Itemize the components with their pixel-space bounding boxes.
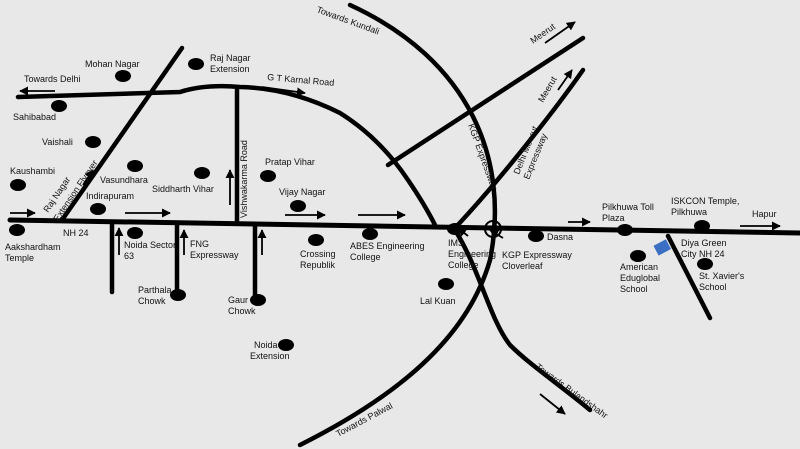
marker-iskcon	[694, 220, 710, 232]
marker-abes	[362, 228, 378, 240]
label-towards-delhi: Towards Delhi	[24, 74, 81, 84]
label-kaushambi: Kaushambi	[10, 166, 55, 176]
label-hapur: Hapur	[752, 209, 777, 219]
marker-noida-63	[127, 227, 143, 239]
label-lal-kuan: Lal Kuan	[420, 296, 456, 306]
label-st-xaviers-2: School	[699, 282, 727, 292]
label-vasundhara: Vasundhara	[100, 175, 148, 185]
label-gt-karnal: G T Karnal Road	[267, 72, 335, 88]
label-fng-2: Expressway	[190, 250, 239, 260]
label-kgp-cloverleaf-2: Cloverleaf	[502, 261, 543, 271]
marker-vijay-nagar	[290, 200, 306, 212]
arrow-flyover	[82, 169, 94, 186]
label-noida-63-2: 63	[124, 251, 134, 261]
marker-dasna	[528, 230, 544, 242]
label-kgp-expressway: KGP Expressway	[466, 122, 499, 192]
marker-gaur	[250, 294, 266, 306]
label-ims-3: College	[448, 260, 479, 270]
arrow-bulandshahr	[539, 393, 566, 415]
diya-green-marker-icon	[653, 239, 671, 256]
label-pratap-vihar: Pratap Vihar	[265, 157, 315, 167]
marker-pratap-vihar	[260, 170, 276, 182]
marker-vasundhara	[127, 160, 143, 172]
label-iskcon-2: Pilkhuwa	[671, 207, 707, 217]
arrow-gt-karnal	[261, 86, 306, 97]
label-aakshardham-1: Aakshardham	[5, 242, 61, 252]
label-kgp-cloverleaf-1: KGP Expressway	[502, 250, 572, 260]
label-diya-green-1: Diya Green	[681, 238, 727, 248]
road-kgp-expressway	[297, 2, 498, 448]
marker-pilkhuwa-toll	[617, 224, 633, 236]
road-bulandshahr	[452, 227, 593, 413]
arrow-meerut-2	[557, 69, 573, 91]
marker-mohan-nagar	[115, 70, 131, 82]
marker-ims	[447, 223, 463, 235]
label-noida-extension-2: Extension	[250, 351, 290, 361]
label-vishwakarma: Vishwakarma Road	[239, 140, 249, 218]
marker-sahibabad	[51, 100, 67, 112]
label-st-xaviers-1: St. Xavier's	[699, 271, 745, 281]
road-nh24	[7, 217, 800, 236]
label-raj-nagar-ext-1: Raj Nagar	[210, 53, 251, 63]
label-noida-63-1: Noida Sector	[124, 240, 176, 250]
marker-crossing-republik	[308, 234, 324, 246]
label-parthala-1: Parthala	[138, 285, 172, 295]
label-siddharth-vihar: Siddharth Vihar	[152, 184, 214, 194]
marker-vaishali	[85, 136, 101, 148]
marker-raj-nagar-ext	[188, 58, 204, 70]
label-abes-1: ABES Engineering	[350, 241, 425, 251]
label-indirapuram: Indirapuram	[86, 191, 134, 201]
label-raj-nagar-ext-2: Extension	[210, 64, 250, 74]
label-gaur-2: Chowk	[228, 306, 256, 316]
label-gaur-1: Gaur	[228, 295, 248, 305]
label-american-eduglobal-1: American	[620, 262, 658, 272]
label-ims-2: Engineering	[448, 249, 496, 259]
marker-lal-kuan	[438, 278, 454, 290]
label-fng-1: FNG	[190, 239, 209, 249]
label-meerut-2: Meerut	[536, 74, 559, 104]
road-delhi-meerut	[452, 67, 586, 231]
marker-siddharth-vihar	[194, 167, 210, 179]
label-towards-bulandshahr: Towards Bulandshahr	[534, 362, 610, 421]
road-st-xavier	[665, 233, 713, 321]
road-meerut-1	[385, 35, 586, 168]
label-meerut-1: Meerut	[528, 21, 557, 46]
label-noida-extension-1: Noida	[254, 340, 278, 350]
marker-st-xaviers	[697, 258, 713, 270]
marker-parthala	[170, 289, 186, 301]
label-towards-kundali: Towards Kundali	[315, 4, 380, 36]
marker-aakshardham	[9, 224, 25, 236]
label-sahibabad: Sahibabad	[13, 112, 56, 122]
label-ims-1: IMS	[448, 238, 464, 248]
label-abes-2: College	[350, 252, 381, 262]
label-american-eduglobal-2: Eduglobal	[620, 273, 660, 283]
label-parthala-2: Chowk	[138, 296, 166, 306]
arrow-meerut-1	[544, 21, 576, 44]
label-aakshardham-2: Temple	[5, 253, 34, 263]
label-nh24: NH 24	[63, 228, 89, 238]
label-vijay-nagar: Vijay Nagar	[279, 187, 325, 197]
marker-noida-extension	[278, 339, 294, 351]
road-raj-nagar-flyover	[59, 45, 185, 223]
label-american-eduglobal-3: School	[620, 284, 648, 294]
marker-american-eduglobal	[630, 250, 646, 262]
label-diya-green-2: City NH 24	[681, 249, 725, 259]
label-dasna: Dasna	[547, 232, 573, 242]
label-crossing-republik-1: Crossing	[300, 249, 336, 259]
label-iskcon-1: ISKCON Temple,	[671, 196, 739, 206]
label-pilkhuwa-toll-2: Plaza	[602, 213, 625, 223]
label-mohan-nagar: Mohan Nagar	[85, 59, 140, 69]
arrow-kgp-cloverleaf	[489, 229, 504, 239]
marker-indirapuram	[90, 203, 106, 215]
marker-kaushambi	[10, 179, 26, 191]
road-gt-karnal	[15, 83, 438, 228]
label-pilkhuwa-toll-1: Pilkhuwa Toll	[602, 202, 654, 212]
label-crossing-republik-2: Republik	[300, 260, 336, 270]
label-vaishali: Vaishali	[42, 137, 73, 147]
